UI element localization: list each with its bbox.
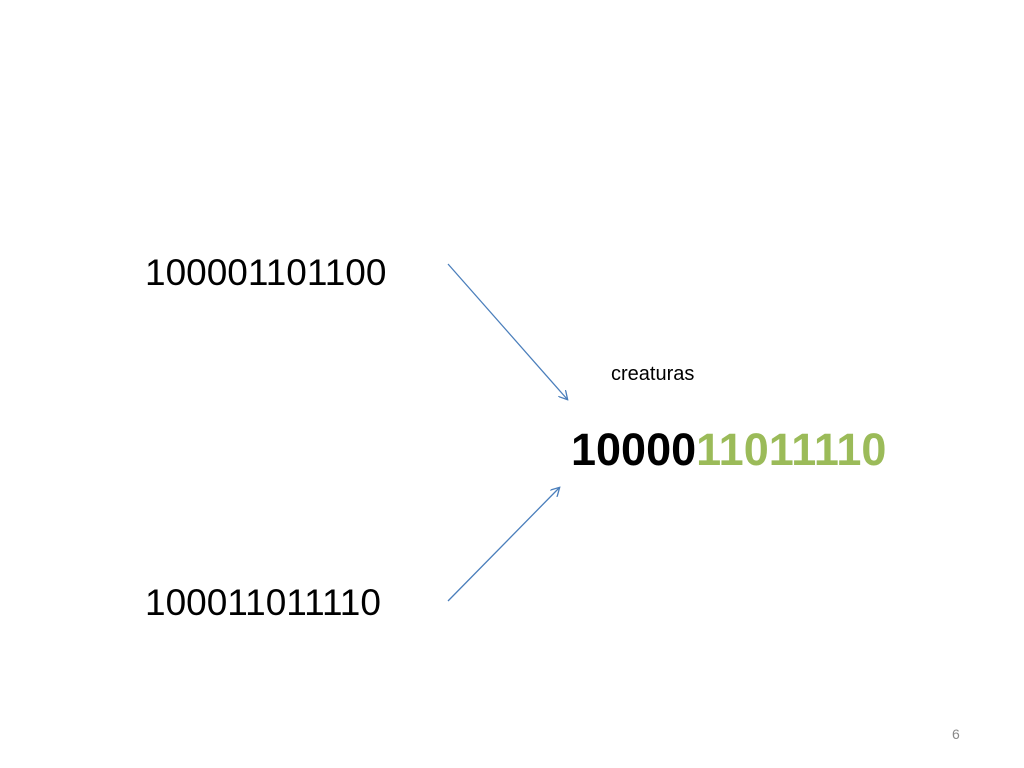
child-binary: 1000011011110 [571,427,886,472]
arrow-top-to-child [447,263,567,399]
parent-binary-top: 100001101100 [145,252,387,293]
child-binary-prefix: 10000 [571,424,697,475]
arrow-bottom-to-child [447,488,559,602]
page-number: 6 [952,726,960,742]
child-label: creaturas [611,363,695,385]
parent-binary-bottom: 100011011110 [145,582,381,623]
child-binary-suffix: 11011110 [696,424,887,475]
